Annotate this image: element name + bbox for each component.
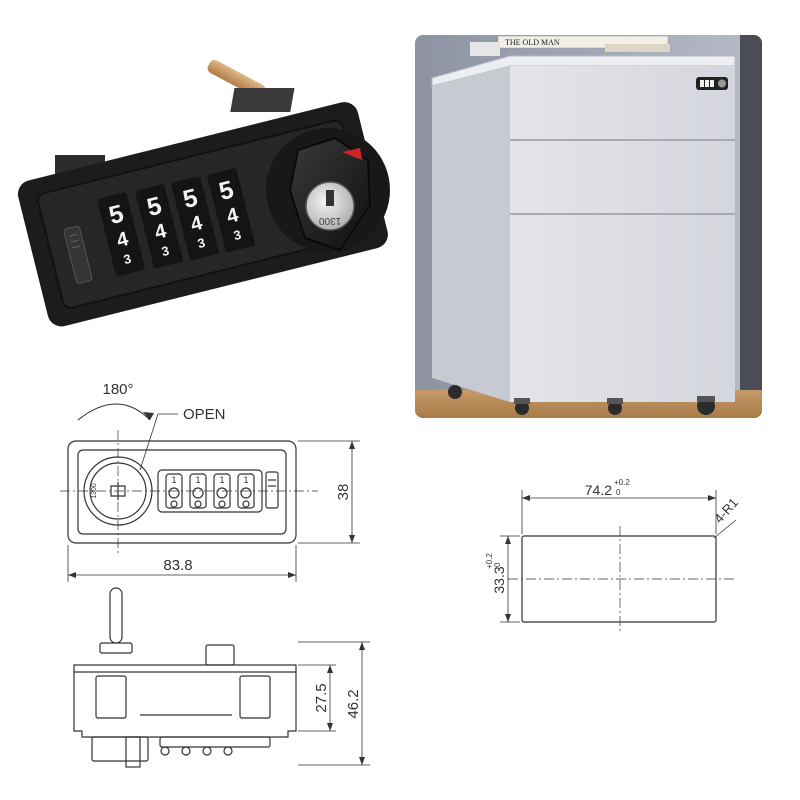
height-dimension: 38 [335, 484, 352, 501]
dial-wheel [170, 500, 178, 508]
dial-wheel [218, 500, 226, 508]
combination-dial: 543 [171, 176, 219, 261]
key-code-label: 1300 [318, 215, 341, 226]
rotation-arc [77, 403, 151, 421]
side-body-outline [73, 664, 297, 738]
dial-digit: 3 [160, 243, 171, 259]
dial-digit: 3 [232, 227, 243, 243]
cutout-height-tol-lower: 0 [493, 562, 502, 567]
dial-outline [237, 473, 255, 509]
dial-digit: 5 [144, 192, 164, 223]
cutout-width: 74.2 [585, 482, 612, 498]
corner-radius-label: 4-R1 [711, 495, 741, 526]
open-label: OPEN [183, 406, 226, 423]
dial-outline [213, 473, 231, 509]
red-indicator [342, 148, 362, 160]
cabinet-side [432, 66, 510, 402]
dial-digit: 3 [122, 251, 133, 267]
dial-wheel [192, 487, 204, 499]
front-inner-outline [77, 449, 287, 535]
dial-wheel [168, 487, 180, 499]
dial-digit: 1 [195, 475, 200, 485]
dial-digit: 3 [196, 235, 207, 251]
dial-wheel [242, 500, 250, 508]
rotation-label: 180° [102, 381, 133, 398]
width-dimension: 83.8 [163, 557, 192, 574]
total-depth-dimension: 46.2 [345, 689, 362, 718]
slider-outline [265, 471, 279, 509]
dial-digit: 5 [106, 200, 126, 231]
dial-digit: 5 [180, 184, 200, 215]
reset-slider [63, 225, 93, 284]
dial-digit: 1 [171, 475, 176, 485]
cutout-width-tol-upper: +0.2 [614, 478, 630, 487]
side-rod-outline [109, 587, 123, 644]
front-key-code: 1300 [91, 483, 98, 499]
caster-wheels [448, 385, 715, 415]
dial-digit: 5 [216, 176, 236, 207]
lock-knob: 1300 [266, 128, 390, 252]
mounting-tab [230, 88, 295, 112]
dial-window-outline [157, 469, 263, 513]
front-outline [67, 440, 297, 544]
cutout-height: 33.3 [491, 566, 507, 593]
body-depth-dimension: 27.5 [313, 683, 330, 712]
dial-wheel [216, 487, 228, 499]
dial-digit: 1 [243, 475, 248, 485]
combination-dial: 543 [135, 184, 183, 269]
combination-dial: 543 [207, 168, 255, 253]
cabinet-photo: THE OLD MAN [415, 35, 762, 418]
cutout-drawing [500, 490, 737, 632]
cutout-width-tol-lower: 0 [616, 488, 621, 497]
front-view-drawing: 1 1 1 1 [60, 403, 360, 582]
combination-dial: 543 [97, 192, 145, 277]
dial-digit: 1 [219, 475, 224, 485]
cutout-height-tol-upper: +0.2 [485, 553, 494, 569]
dial-outline [165, 473, 183, 509]
book-title: THE OLD MAN [505, 38, 560, 47]
side-view-drawing [73, 587, 370, 768]
cabinet-front [510, 66, 735, 402]
dial-outline [189, 473, 207, 509]
dial-wheel [194, 500, 202, 508]
book-stack: THE OLD MAN [470, 35, 670, 56]
dial-wheel [240, 487, 252, 499]
